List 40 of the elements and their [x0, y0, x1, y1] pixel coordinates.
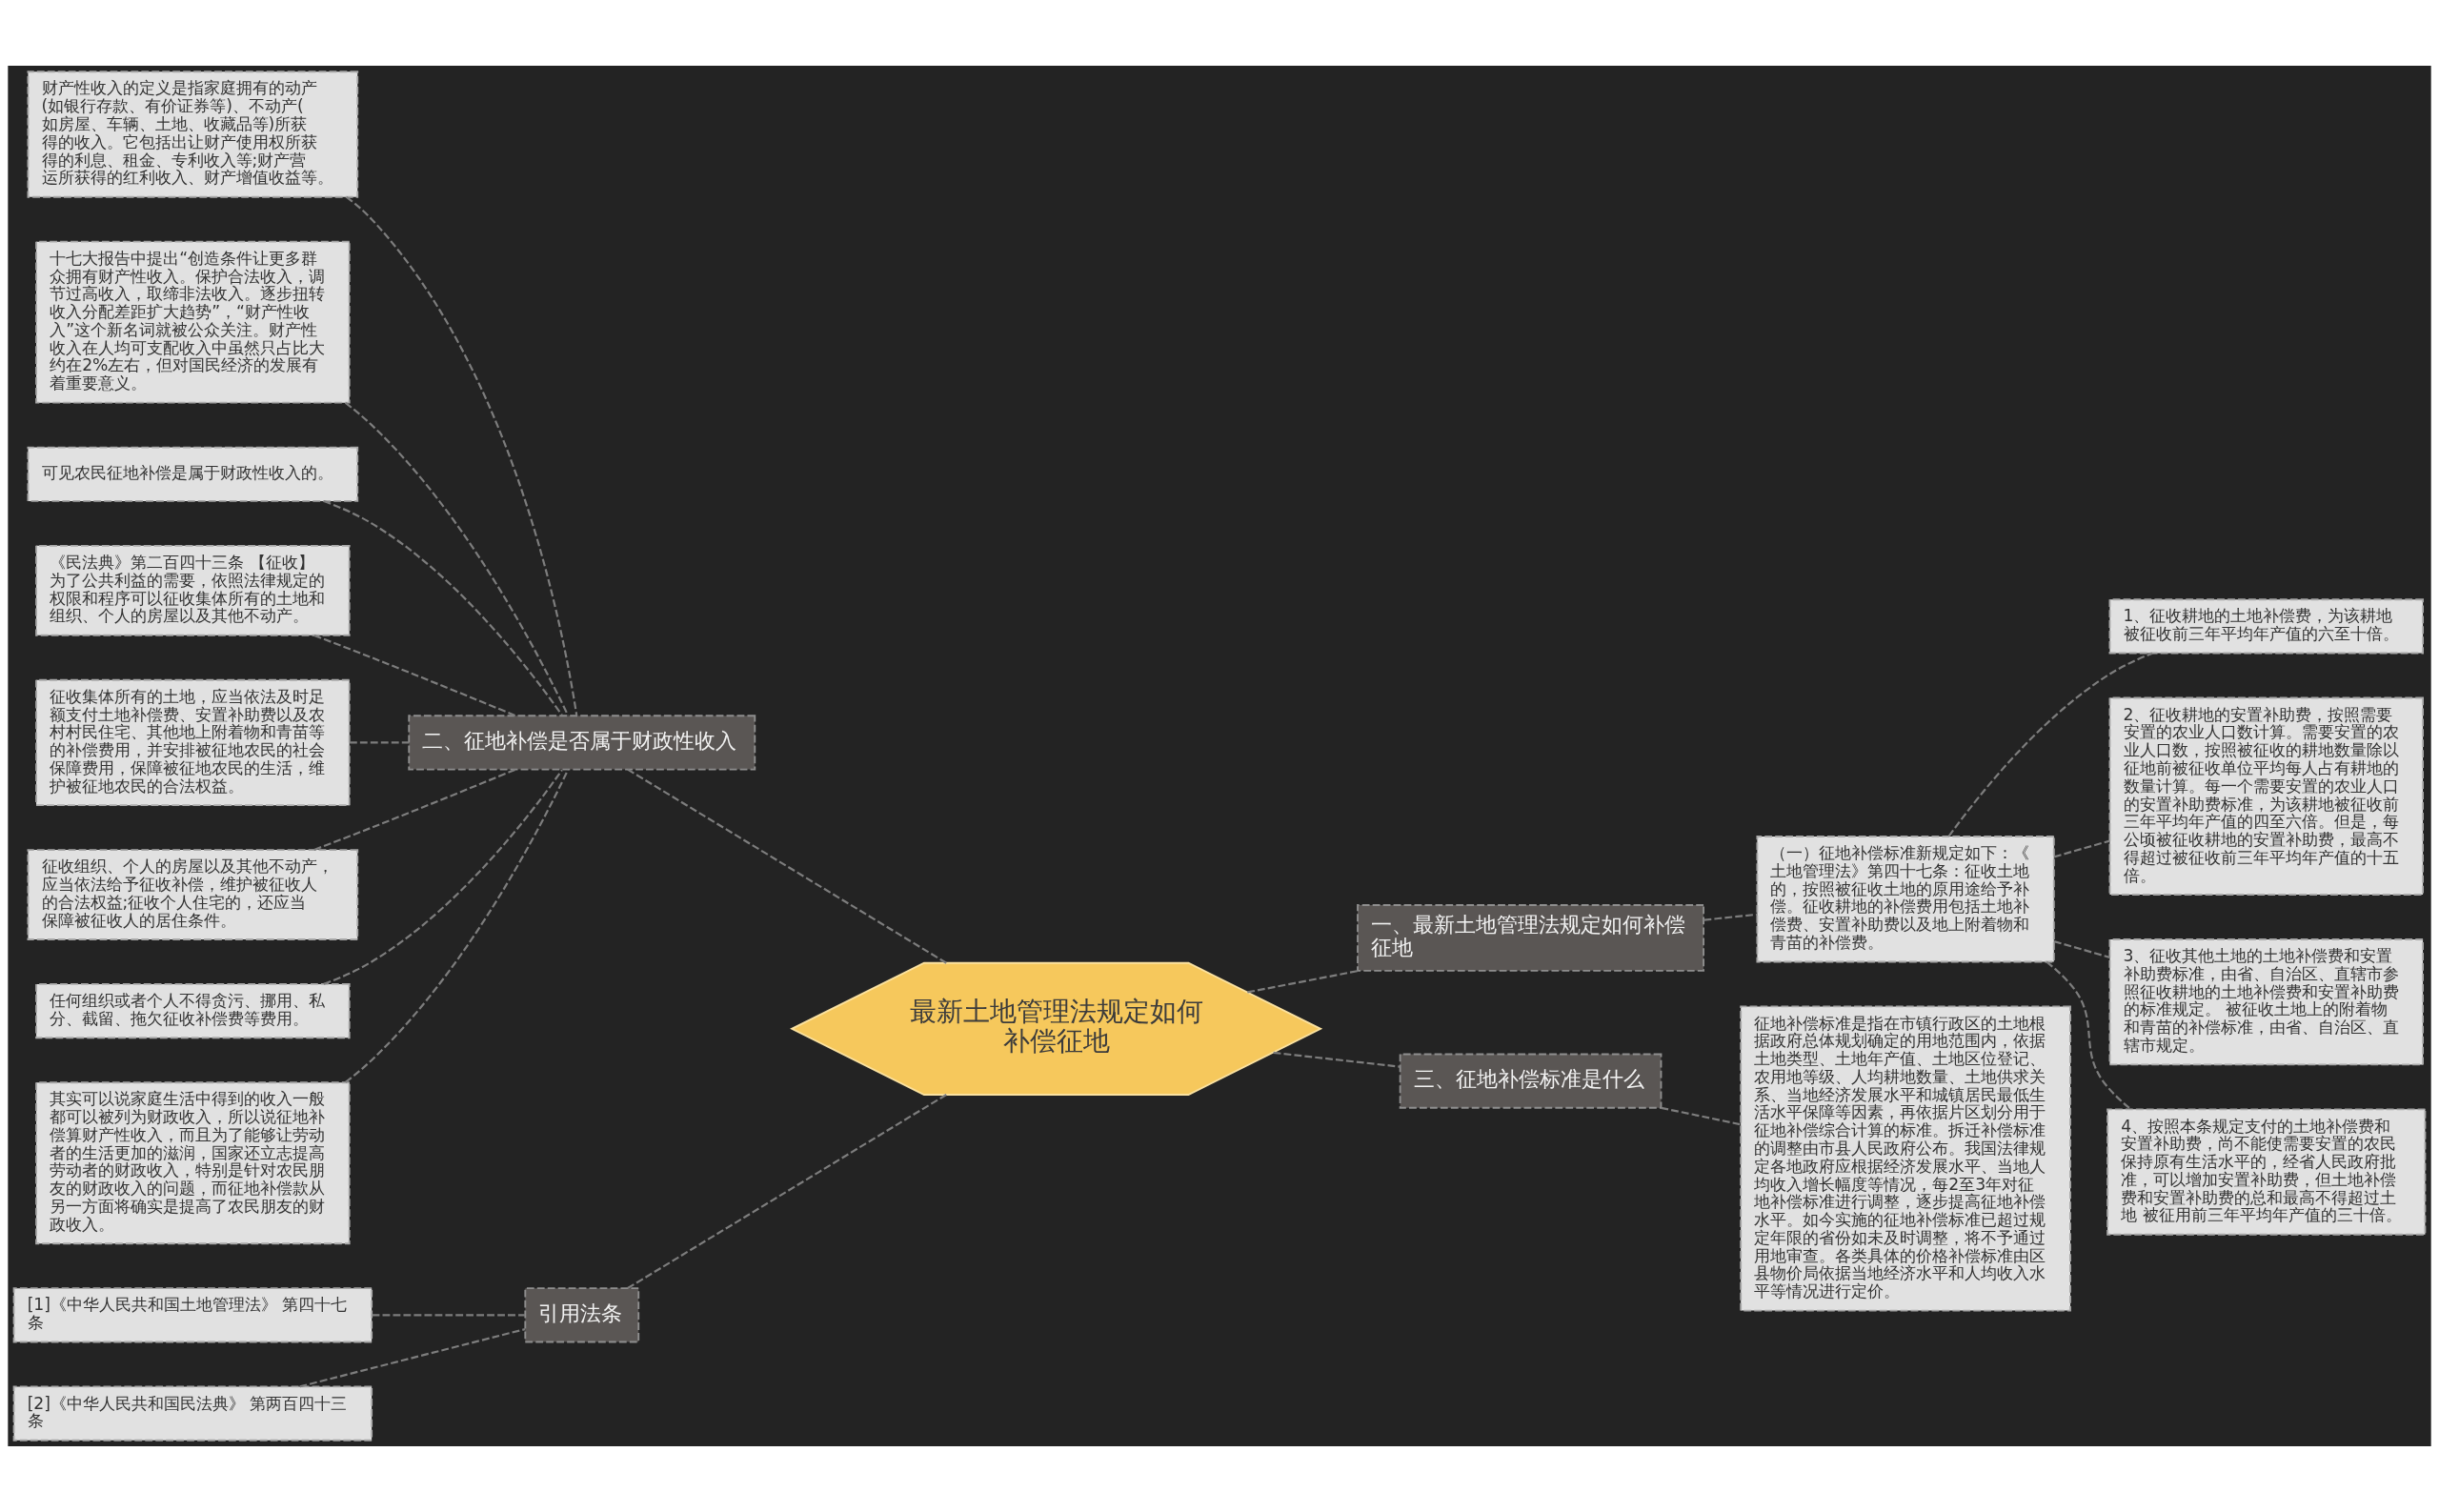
- connector: [313, 768, 516, 851]
- node-box: 财产性收入的定义是指家庭拥有的动产(如银行存款、有价证券等)、不动产(如房屋、车辆、土地、收藏品等)所获得的收入。它包括出让财产使用权所获得的利息、租金、专利收入等;财产营运所获得的红利收入、财产增值收益等。: [27, 71, 359, 198]
- node-box: 征地补偿标准是指在市镇行政区的土地根据政府总体规划确定的用地范围内，依据土地类型、土地年产值、土地区位登记、农用地等级、人均耕地数量、土地供求关系、当地经济发展水平和城镇居民最低生活水平保障等因素，再依据片区划分用于征地补偿综合计算的标准。拆迁补偿标准的调整由市县人民政府公布。我国法律规定各地政府应根据经济发展水平、当地人均收入增长幅度等情况，每2至3年对征地补偿标准进行调整，逐步提高征地补偿水平。如今实施的征地补偿标准已超过规定年限的省份如未及时调整，将不予通过用地审查。各类具体的价格补偿标准由区县物价局依据当地经济水平和人均收入水平等情况进行定价。: [1740, 1005, 2071, 1312]
- connector: [1947, 652, 2153, 837]
- node-box: 三、征地补偿标准是什么: [1399, 1053, 1663, 1109]
- node-box: 任何组织或者个人不得贪污、挪用、私分、截留、拖欠征收补偿费等费用。: [35, 982, 351, 1039]
- connector: [1661, 1106, 1742, 1126]
- connector: [1247, 969, 1360, 994]
- connector: [346, 195, 578, 716]
- node-box: 十七大报告中提出“创造条件让更多群众拥有财产性收入。保护合法收入，调节过高收入，取缔非法收入。逐步扭转收入分配差距扩大趋势”，“财产性收入”这个新名词就被公众关注。财产性收入在人均可支配收入中虽然只占比大约在2%左右，但对国民经济的发展有着重要意义。: [35, 240, 351, 404]
- node-box: 征收集体所有的土地，应当依法及时足额支付土地补偿费、安置补助费以及农村村民住宅、其他地上附着物和青苗等的补偿费用，并安排被征地农民的社会保障费用，保障被征地农民的生活，维护被征地农民的合法权益。: [35, 678, 351, 807]
- connector: [344, 769, 570, 1083]
- connector: [1273, 1051, 1401, 1068]
- node-box: 二、征地补偿是否属于财政性收入: [408, 715, 756, 771]
- node-box: 2、征收耕地的安置补助费，按照需要安置的农业人口数计算。需要安置的农业人口数，按照被征收的耕地数量除以征地前被征收单位平均每人占有耕地的数量计算。每一个需要安置的农业人口的安置补助费标准，为该耕地被征收前三年平均年产值的四至六倍。但是，每公顷被征收耕地的安置补助费，最高不得超过被征收前三年平均年产值的十五倍。: [2108, 696, 2424, 896]
- connector: [323, 500, 563, 716]
- node-box: 引用法条: [524, 1287, 640, 1343]
- connector: [627, 768, 947, 964]
- connector: [2046, 960, 2132, 1110]
- connector: [344, 402, 570, 716]
- connector: [313, 634, 516, 717]
- node-box: 3、征收其他土地的土地补偿费和安置补助费标准，由省、自治区、直辖市参照征收耕地的土地补偿费和安置补助费的标准规定。 被征收土地上的附着物和青苗的补偿标准，由省、自治区、直辖市规定。: [2108, 938, 2424, 1066]
- node-box: 1、征收耕地的土地补偿费，为该耕地被征收前三年平均年产值的六至十倍。: [2108, 598, 2424, 655]
- connector: [350, 741, 410, 744]
- connector: [323, 769, 563, 985]
- node-box: 4、按照本条规定支付的土地补偿费和安置补助费，尚不能使需要安置的农民保持原有生活水平的，经省人民政府批准，可以增加安置补助费，但土地补偿费和安置补助费的总和最高不得超过土地 被征用前三年平均年产值的三十倍。: [2106, 1108, 2427, 1236]
- connector: [627, 1094, 947, 1289]
- node-box: [1]《中华人民共和国土地管理法》 第四十七条: [12, 1287, 373, 1343]
- connector: [372, 1314, 526, 1317]
- node-box: 其实可以说家庭生活中得到的收入一般都可以被列为财政收入，所以说征地补偿算财产性收入，而且为了能够让劳动者的生活更加的滋润，国家还立志提高劳动者的财政收入，特别是针对农民朋友的财政收入的问题，而征地补偿款从另一方面将确实是提高了农民朋友的财政收入。: [35, 1081, 351, 1245]
- node-box: [2]《中华人民共和国民法典》 第两百四十三条: [12, 1385, 373, 1441]
- node-box: 一、最新土地管理法规定如何补偿征地: [1357, 904, 1704, 972]
- connector: [1703, 913, 1758, 921]
- connector: [2053, 940, 2110, 958]
- node-box: 征收组织、个人的房屋以及其他不动产，应当依法给予征收补偿，维护被征收人的合法权益;征收个人住宅的，还应当保障被征收人的居住条件。: [27, 849, 359, 940]
- connector: [299, 1328, 526, 1388]
- node-box: 《民法典》第二百四十三条 【征收】为了公共利益的需要，依照法律规定的权限和程序可以征收集体所有的土地和组织、个人的房屋以及其他不动产。: [35, 544, 351, 636]
- node-box: 可见农民征地补偿是属于财政性收入的。: [27, 446, 359, 502]
- connector: [2053, 839, 2110, 858]
- node-box: （一）征地补偿标准新规定如下：《土地管理法》第四十七条：征收土地的，按照被征收土地的原用途给予补偿。征收耕地的补偿费用包括土地补偿费、安置补助费以及地上附着物和青苗的补偿费。: [1756, 836, 2055, 963]
